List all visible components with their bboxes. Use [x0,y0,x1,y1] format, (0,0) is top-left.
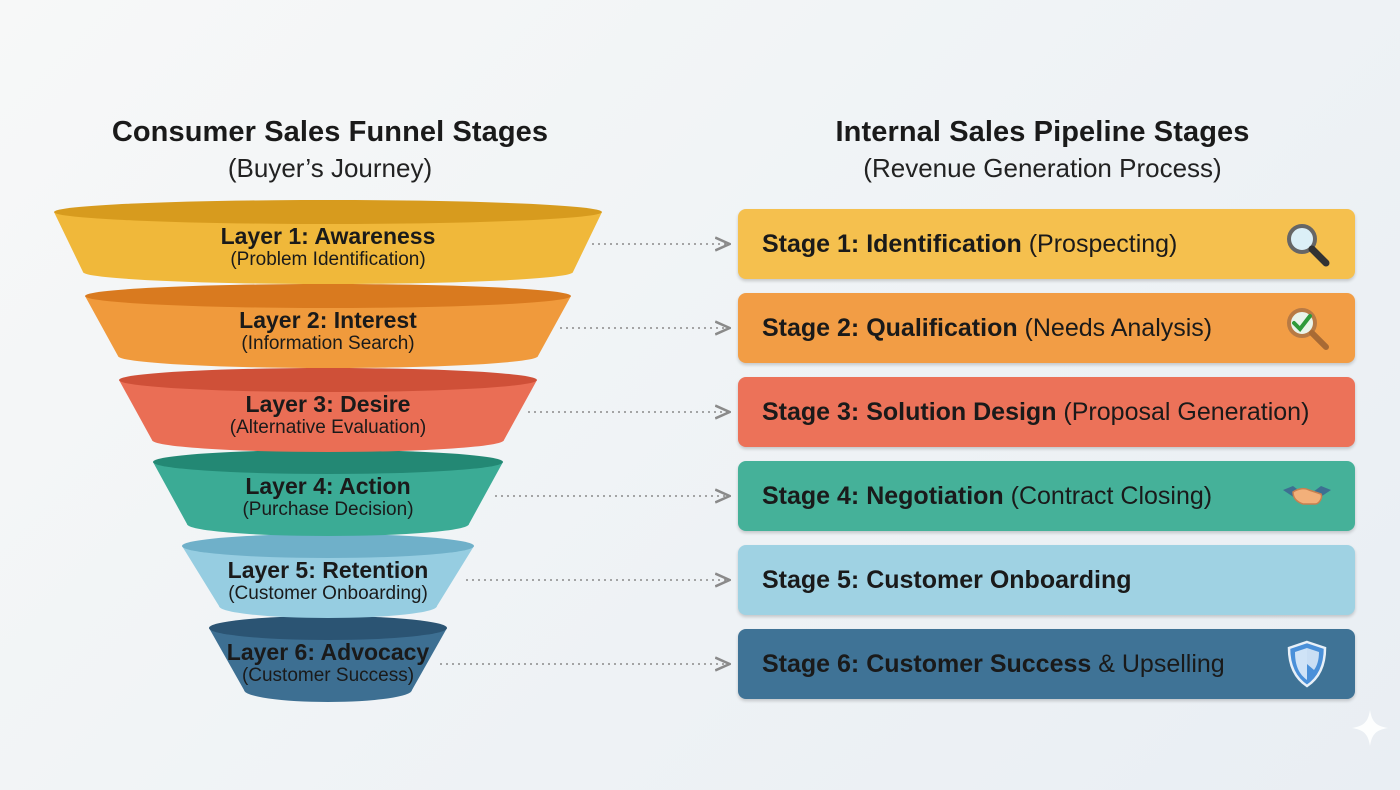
pipeline-subtitle: (Revenue Generation Process) [863,153,1222,183]
funnel-layer-body [54,212,602,284]
funnel-layer-body [119,380,537,452]
pipeline-stage-label: Stage 6: Customer Success & Upselling [762,650,1225,679]
funnel-layer-body [209,628,447,702]
funnel-layer-5 [182,534,474,618]
funnel-layer-subtitle: (Problem Identification) [230,249,426,270]
stage-number: Stage 4: [762,481,867,510]
stage-number: Stage 5: [762,565,867,594]
funnel-layer-1 [54,200,602,284]
funnel-layer-rim [85,284,571,308]
stage-name: Identification [866,229,1022,258]
handshake-icon [1283,486,1331,505]
stage-detail: (Prospecting) [1021,229,1178,258]
pipeline-stage-4: Stage 4: Negotiation (Contract Closing) [738,461,1355,531]
funnel-layer-rim [209,616,447,640]
funnel-layer-subtitle: (Alternative Evaluation) [229,417,427,438]
pipeline-stage-2: Stage 2: Qualification (Needs Analysis) [738,293,1355,363]
funnel-layer-body [85,296,571,368]
pipeline-stage-label: Stage 3: Solution Design (Proposal Gener… [762,398,1309,427]
stage-name: Solution Design [866,397,1057,426]
funnel-layer-3 [119,368,537,452]
funnel-title: Consumer Sales Funnel Stages [111,116,549,148]
stage-detail: & Upselling [1091,649,1225,678]
magnifier-check-icon [1287,308,1329,350]
funnel-layer-4 [153,450,503,536]
funnel-layer-body [153,462,503,536]
pipeline-stage-label: Stage 4: Negotiation (Contract Closing) [762,482,1212,511]
funnel-layer-label: Layer 2: Interest(Information Search) [168,307,488,355]
stage-detail: (Proposal Generation) [1056,397,1310,426]
pipeline-stage-3: Stage 3: Solution Design (Proposal Gener… [738,377,1355,447]
stage-name: Negotiation [866,481,1004,510]
pipeline-stage-5: Stage 5: Customer Onboarding [738,545,1355,615]
funnel-subtitle: (Buyer’s Journey) [227,153,433,183]
pipeline-stage-6: Stage 6: Customer Success & Upselling [738,629,1355,699]
funnel-layer-subtitle: (Information Search) [241,333,415,354]
funnel-layer-label: Layer 1: Awareness(Problem Identificatio… [168,223,488,271]
funnel-layer-rim [54,200,602,224]
stage-number: Stage 3: [762,397,867,426]
funnel-heading: Consumer Sales Funnel Stages (Buyer’s Jo… [60,116,600,184]
funnel-layer-title: Layer 1: Awareness [220,223,436,249]
shield-icon [1287,640,1327,688]
funnel-layer-label: Layer 5: Retention(Customer Onboarding) [168,557,488,605]
stage-detail: (Contract Closing) [1003,481,1213,510]
funnel-layer-title: Layer 6: Advocacy [226,639,430,665]
pipeline-stage-1: Stage 1: Identification (Prospecting) [738,209,1355,279]
funnel-layer-label: Layer 4: Action(Purchase Decision) [168,473,488,521]
funnel-layer-6 [209,616,447,702]
magnifier-icon [1287,224,1330,267]
funnel-layer-rim [153,450,503,474]
pipeline-stage-label: Stage 2: Qualification (Needs Analysis) [762,314,1212,343]
funnel-layer-rim [182,534,474,558]
funnel-layer-rim [119,368,537,392]
pipeline-title: Internal Sales Pipeline Stages [835,116,1250,148]
funnel-layer-title: Layer 5: Retention [227,557,429,583]
funnel-layer-title: Layer 4: Action [245,473,411,499]
pipeline-heading: Internal Sales Pipeline Stages (Revenue … [780,116,1305,184]
funnel-layer-subtitle: (Customer Success) [241,665,415,686]
stage-detail: (Needs Analysis) [1017,313,1213,342]
pipeline-stage-label: Stage 5: Customer Onboarding [762,566,1132,595]
stage-name: Qualification [866,313,1018,342]
sparkle-icon [1352,710,1388,746]
funnel-layer-subtitle: (Purchase Decision) [242,499,414,520]
stage-name: Customer Onboarding [866,565,1132,594]
stage-number: Stage 1: [762,229,867,258]
funnel-layer-2 [85,284,571,368]
pipeline-stage-label: Stage 1: Identification (Prospecting) [762,230,1177,259]
funnel-layer-title: Layer 2: Interest [239,307,417,333]
funnel-layer-label: Layer 6: Advocacy(Customer Success) [168,639,488,687]
funnel-layer-subtitle: (Customer Onboarding) [228,583,428,604]
stage-number: Stage 6: [762,649,867,678]
funnel-layer-label: Layer 3: Desire(Alternative Evaluation) [168,391,488,439]
funnel-layer-title: Layer 3: Desire [245,391,411,417]
stage-number: Stage 2: [762,313,867,342]
stage-name: Customer Success [866,649,1092,678]
funnel-layer-body [182,546,474,618]
